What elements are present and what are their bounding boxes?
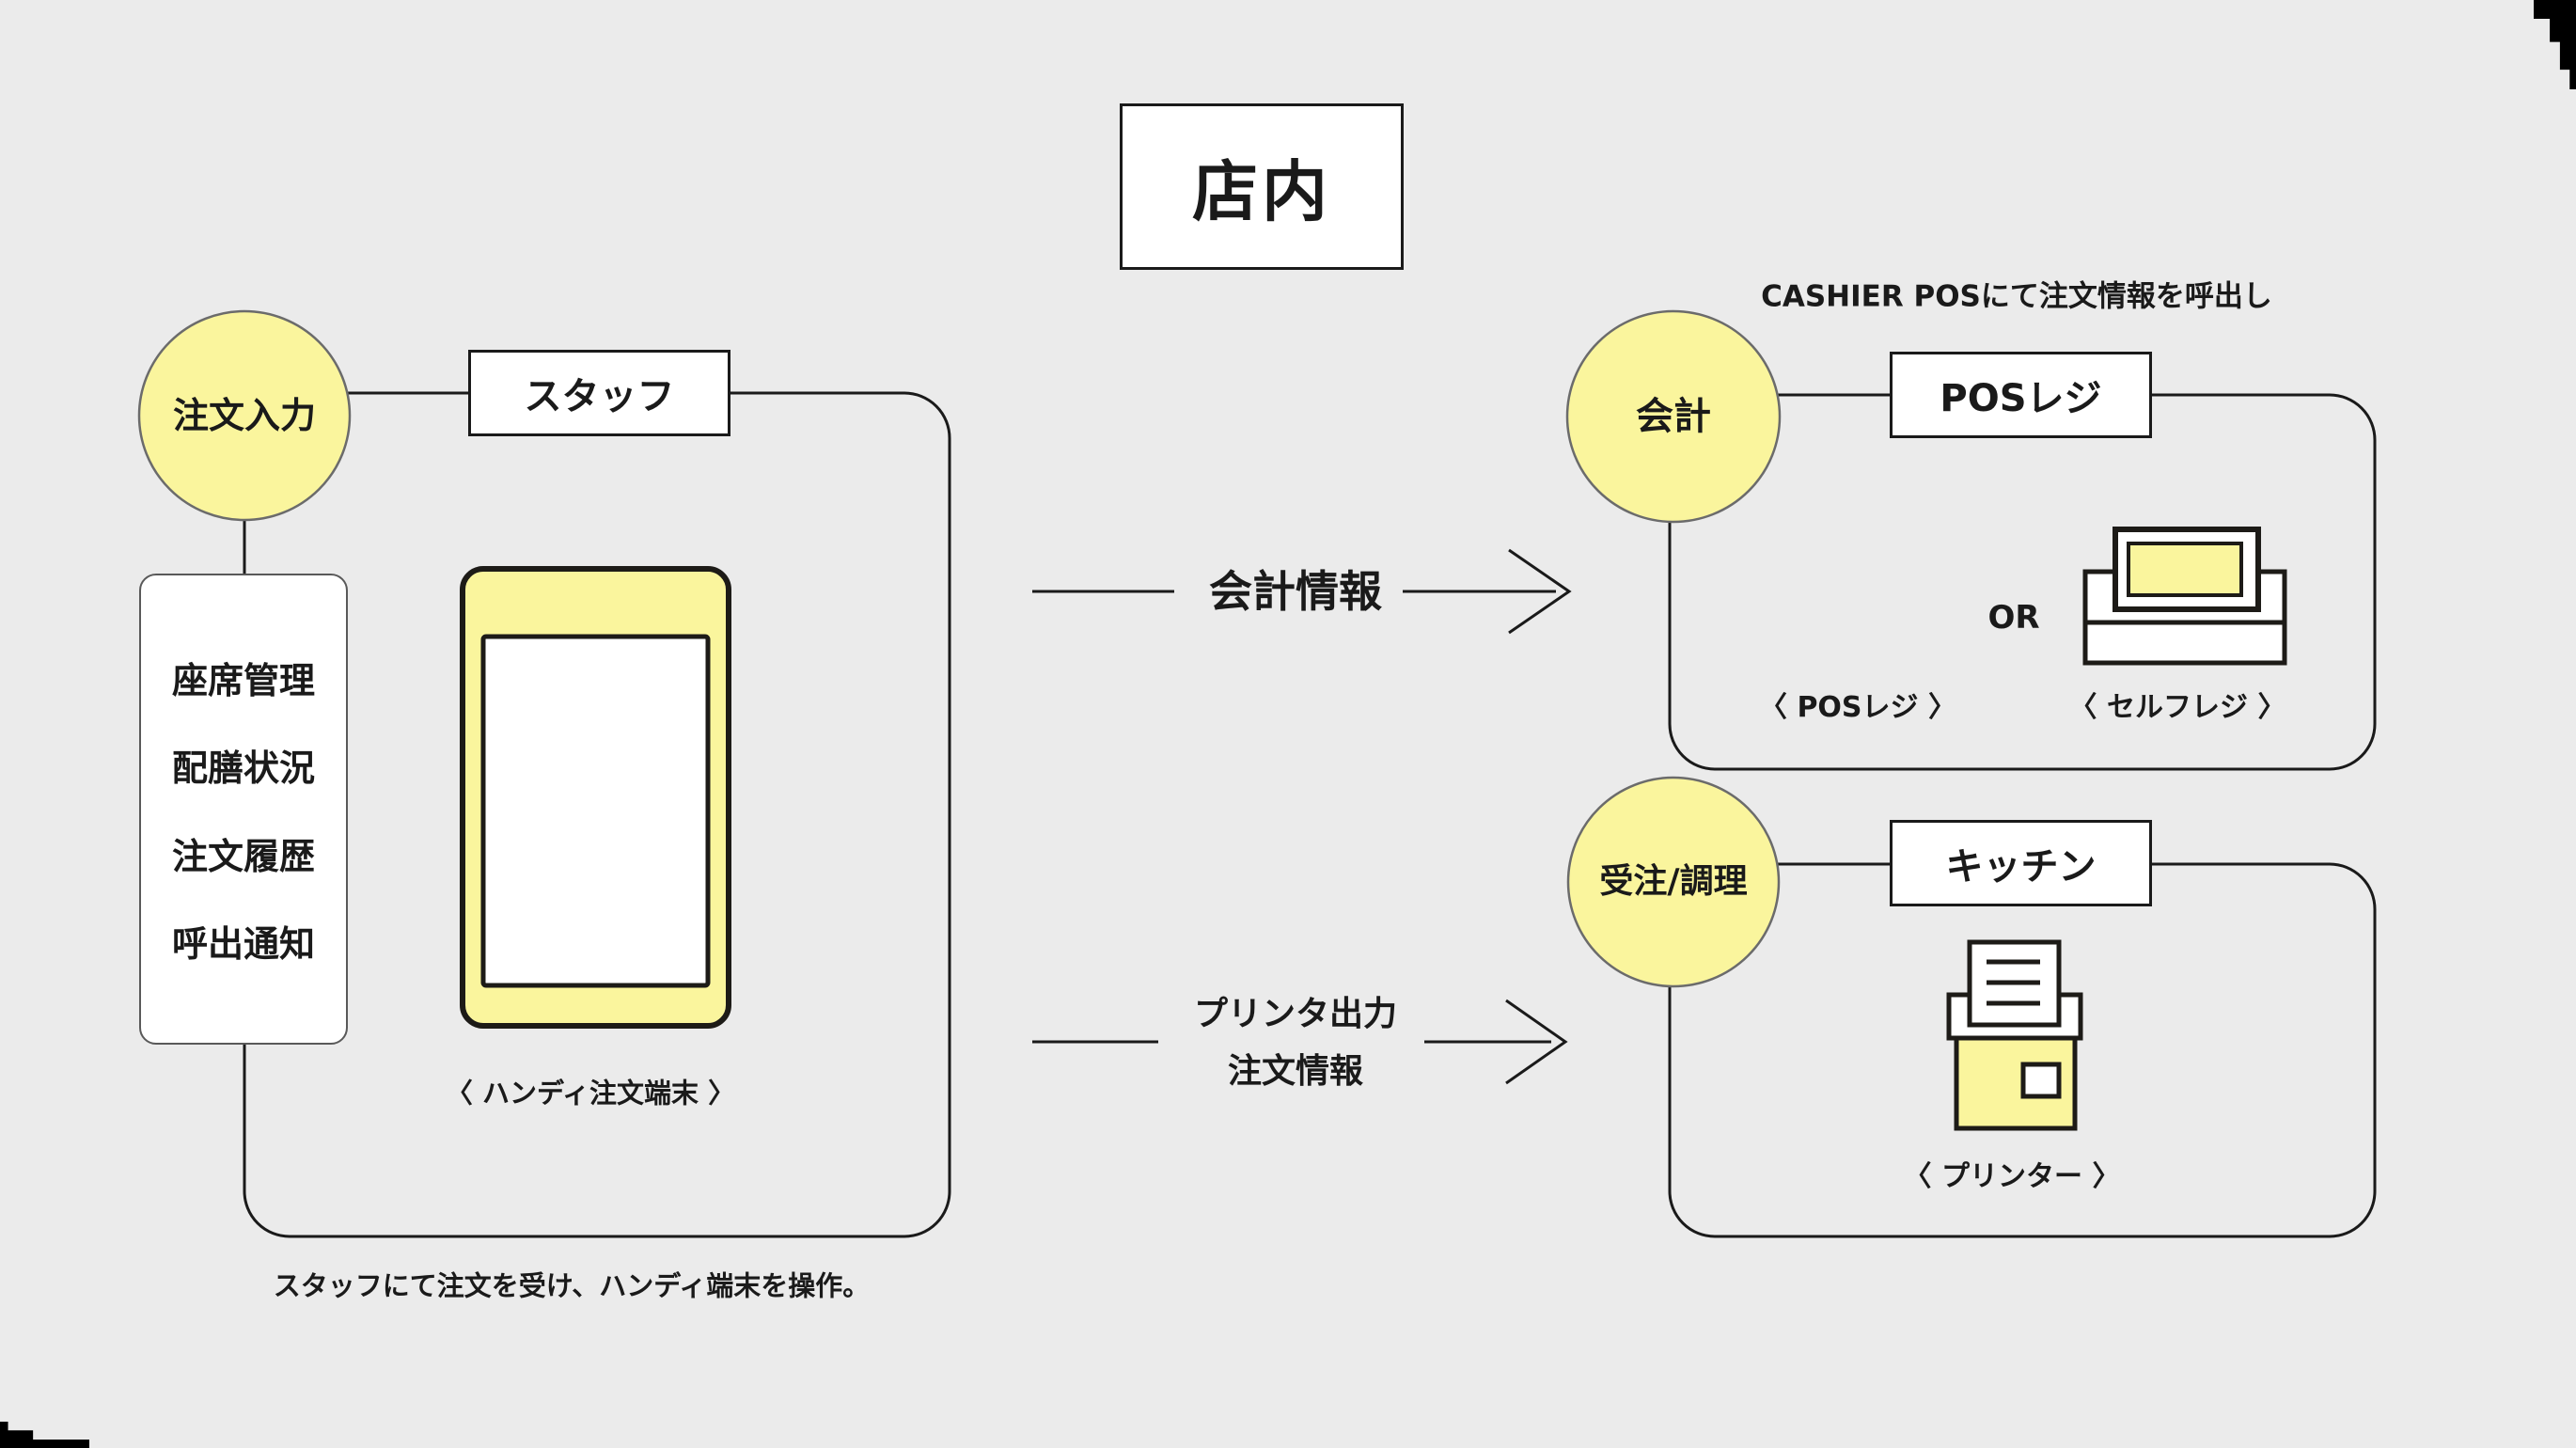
order-input-circle-label: 注文入力 (172, 395, 317, 436)
kitchen-actor-label: キッチン (1945, 845, 2097, 889)
pos-register-actor-box: POSレジ (1890, 352, 2152, 438)
feature-item-serving-status: 配膳状況 (171, 748, 315, 790)
kitchen-actor-box: キッチン (1890, 820, 2152, 906)
feature-item-seat-management: 座席管理 (171, 659, 315, 701)
order-input-circle (137, 309, 352, 522)
printer-flow-label-line1: プリンタ出力 (1193, 995, 1398, 1033)
accounting-circle-label: 会計 (1636, 395, 1711, 438)
kitchen-circle (1566, 776, 1781, 988)
pos-register-caption: 〈 POSレジ 〉 (1759, 691, 1956, 724)
staff-actor-label: スタッフ (524, 375, 675, 418)
or-label: OR (1987, 599, 2040, 637)
accounting-flow-arrow (1032, 548, 1572, 635)
accounting-flow-label: 会計情報 (1209, 566, 1382, 617)
pos-register-actor-label: POSレジ (1940, 377, 2102, 420)
feature-list: 座席管理 配膳状況 注文履歴 呼出通知 (139, 574, 348, 1045)
staff-note: スタッフにて注文を受け、ハンディ端末を操作。 (273, 1269, 871, 1302)
printer-flow-label-line2: 注文情報 (1227, 1052, 1364, 1091)
handy-terminal-icon (460, 566, 731, 1029)
self-register-caption: 〈 セルフレジ 〉 (2068, 691, 2286, 724)
printer-flow-arrow (1032, 999, 1568, 1085)
printer-caption: 〈 プリンター 〉 (1903, 1160, 2121, 1193)
diagram-title-box: 店内 (1120, 103, 1404, 270)
self-checkout-register-icon (2082, 527, 2287, 666)
staff-actor-box: スタッフ (468, 350, 730, 436)
cashier-pos-note: CASHIER POSにて注文情報を呼出し (1761, 279, 2272, 314)
diagram-title: 店内 (1192, 153, 1331, 230)
kitchen-circle-label: 受注/調理 (1599, 862, 1748, 901)
feature-item-call-notification: 呼出通知 (171, 923, 315, 966)
accounting-circle (1565, 309, 1782, 524)
handy-terminal-caption: 〈 ハンディ注文端末 〉 (445, 1077, 736, 1110)
feature-item-order-history: 注文履歴 (171, 835, 315, 877)
printer-icon (1946, 939, 2083, 1131)
